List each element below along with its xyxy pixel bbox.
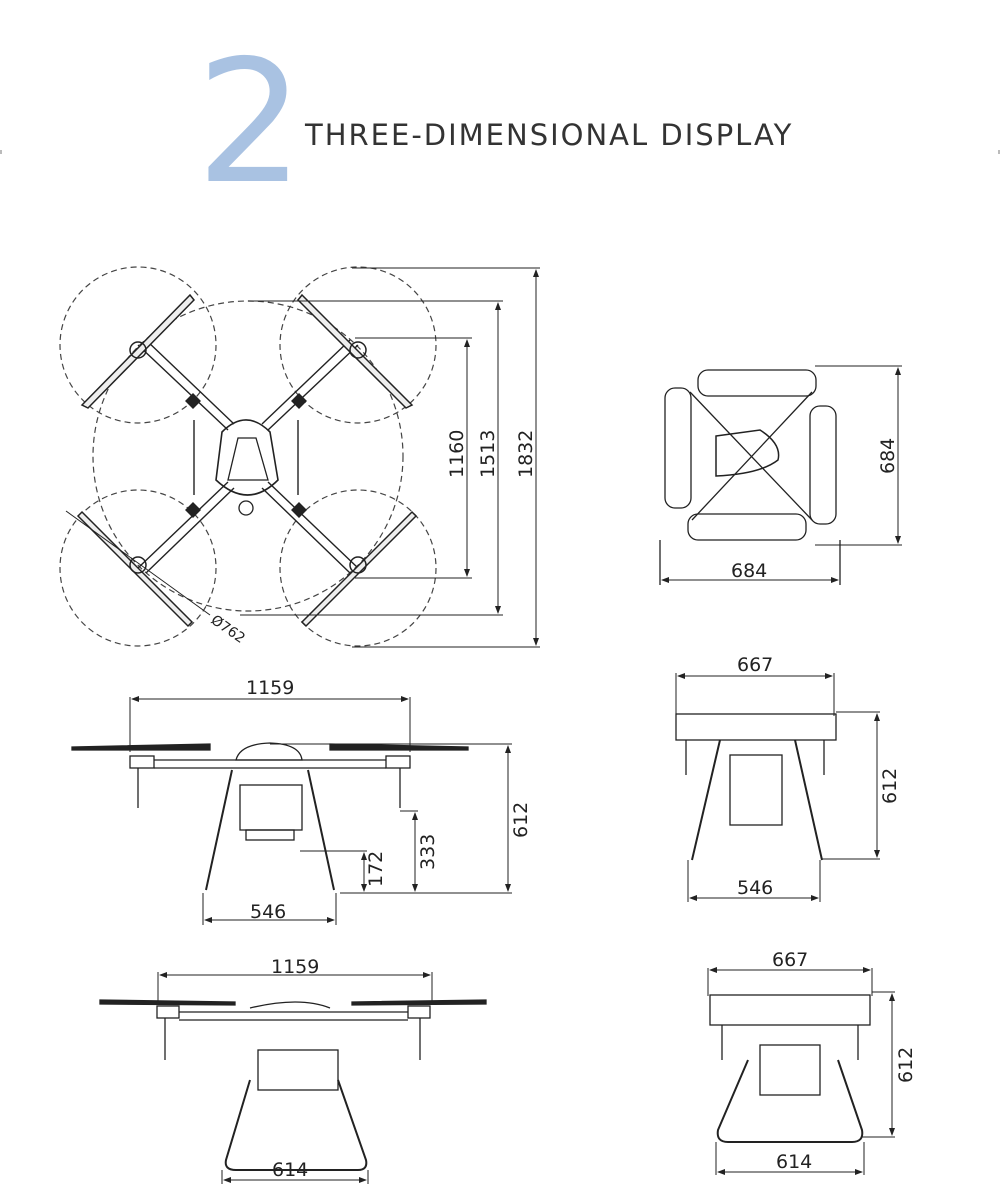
dim-side-folded-height: 612 bbox=[895, 1047, 917, 1083]
dim-side-skid-width: 614 bbox=[272, 1159, 308, 1181]
front-view-unfolded bbox=[71, 696, 512, 925]
dim-front-leg-spacing: 546 bbox=[250, 901, 286, 923]
right-edge-mark bbox=[998, 150, 1000, 154]
dim-front-height: 612 bbox=[510, 802, 532, 838]
top-view-folded bbox=[659, 365, 902, 585]
dim-side-folded-skid-width: 614 bbox=[776, 1151, 812, 1173]
dim-body-length: 1513 bbox=[477, 430, 499, 478]
left-edge-mark bbox=[0, 150, 2, 154]
dim-prop-diameter: Ø762 bbox=[208, 612, 248, 647]
propellers bbox=[76, 293, 418, 628]
dim-folded-width: 684 bbox=[731, 560, 767, 582]
dim-ground-clearance: 172 bbox=[365, 851, 387, 887]
dim-front-folded-width: 667 bbox=[737, 654, 773, 676]
side-view-unfolded bbox=[99, 972, 487, 1184]
dim-folded-height: 684 bbox=[877, 438, 899, 474]
dim-side-folded-width: 667 bbox=[772, 949, 808, 971]
dim-front-folded-leg-spacing: 546 bbox=[737, 877, 773, 899]
arms bbox=[137, 339, 359, 574]
section-title: THREE-DIMENSIONAL DISPLAY bbox=[305, 118, 794, 152]
dim-side-wheelbase: 1159 bbox=[271, 956, 319, 978]
dim-motor-spacing: 1160 bbox=[446, 430, 468, 478]
front-view-folded bbox=[675, 673, 880, 902]
side-view-folded bbox=[707, 967, 895, 1175]
section-header: 2 THREE-DIMENSIONAL DISPLAY bbox=[0, 0, 1000, 220]
dim-front-wheelbase: 1159 bbox=[246, 677, 294, 699]
dim-front-folded-height: 612 bbox=[879, 768, 901, 804]
section-number: 2 bbox=[196, 24, 305, 222]
dim-nozzle-height: 333 bbox=[417, 834, 439, 870]
dimension-lines bbox=[65, 267, 540, 648]
dim-overall-length: 1832 bbox=[515, 430, 537, 478]
prop-circles bbox=[59, 266, 437, 647]
top-view-unfolded bbox=[59, 266, 540, 648]
